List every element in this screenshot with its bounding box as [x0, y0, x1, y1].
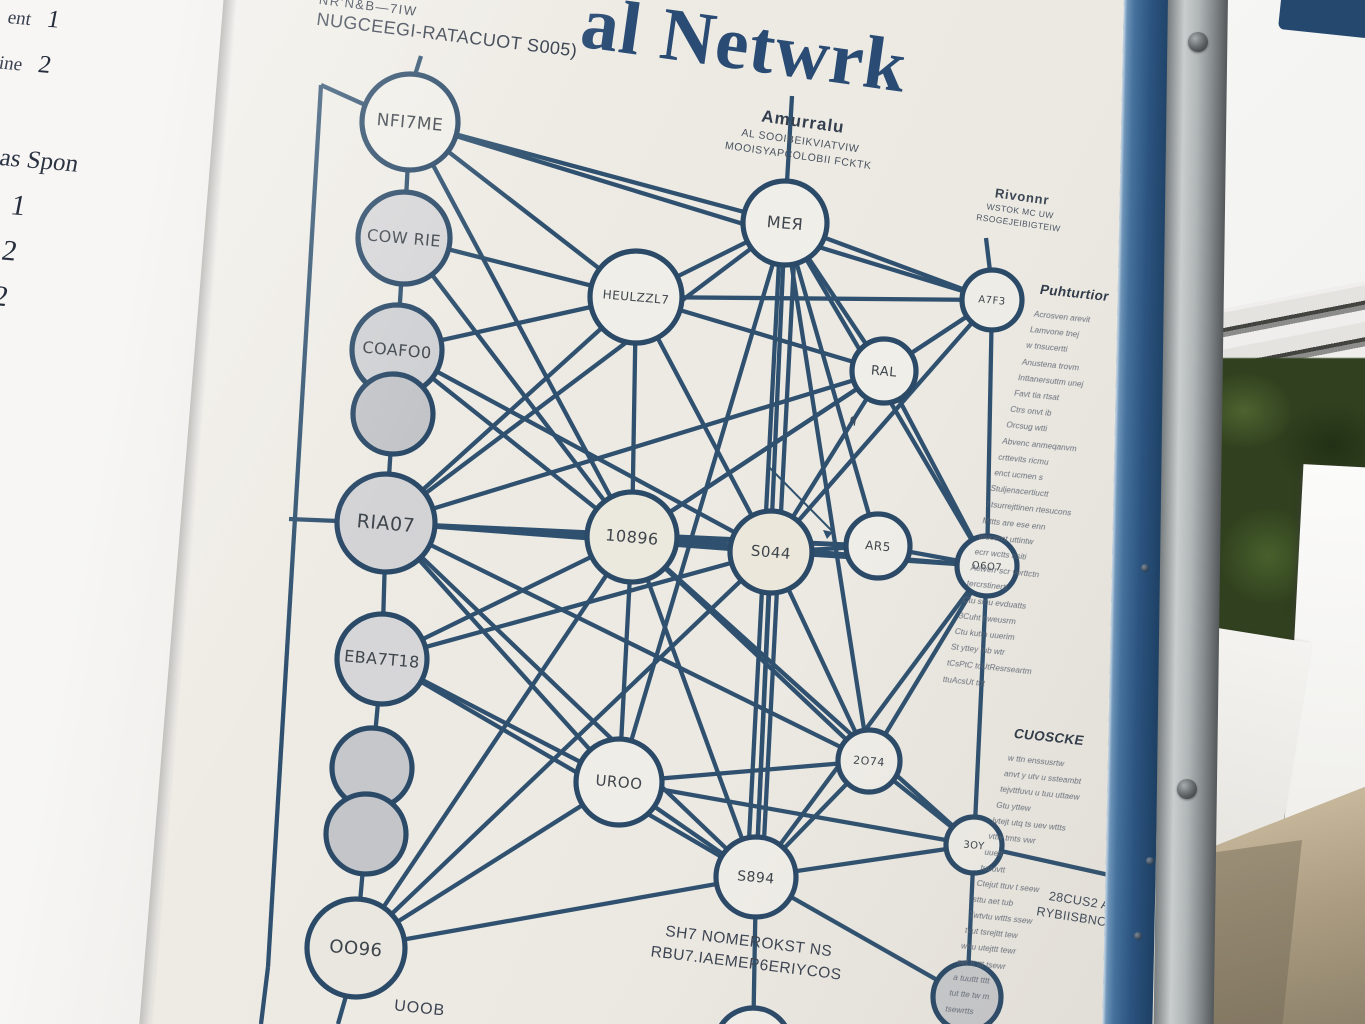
list-item-value: 2 [0, 280, 12, 313]
screw-icon [1134, 932, 1142, 940]
list-item-value: 1 [44, 5, 63, 34]
bolt-icon [1177, 779, 1197, 799]
list-item-label: ent [5, 7, 34, 31]
screw-icon [1141, 564, 1149, 572]
list-item-label: cine [0, 51, 25, 76]
list-item-value: 1 [8, 189, 29, 223]
bolt-icon [1188, 32, 1208, 52]
list-item-value: 2 [35, 51, 54, 79]
screw-icon [1146, 857, 1154, 865]
list-heading: rcihnnas Spon [0, 138, 81, 178]
list-item-value: 2 [0, 234, 20, 268]
